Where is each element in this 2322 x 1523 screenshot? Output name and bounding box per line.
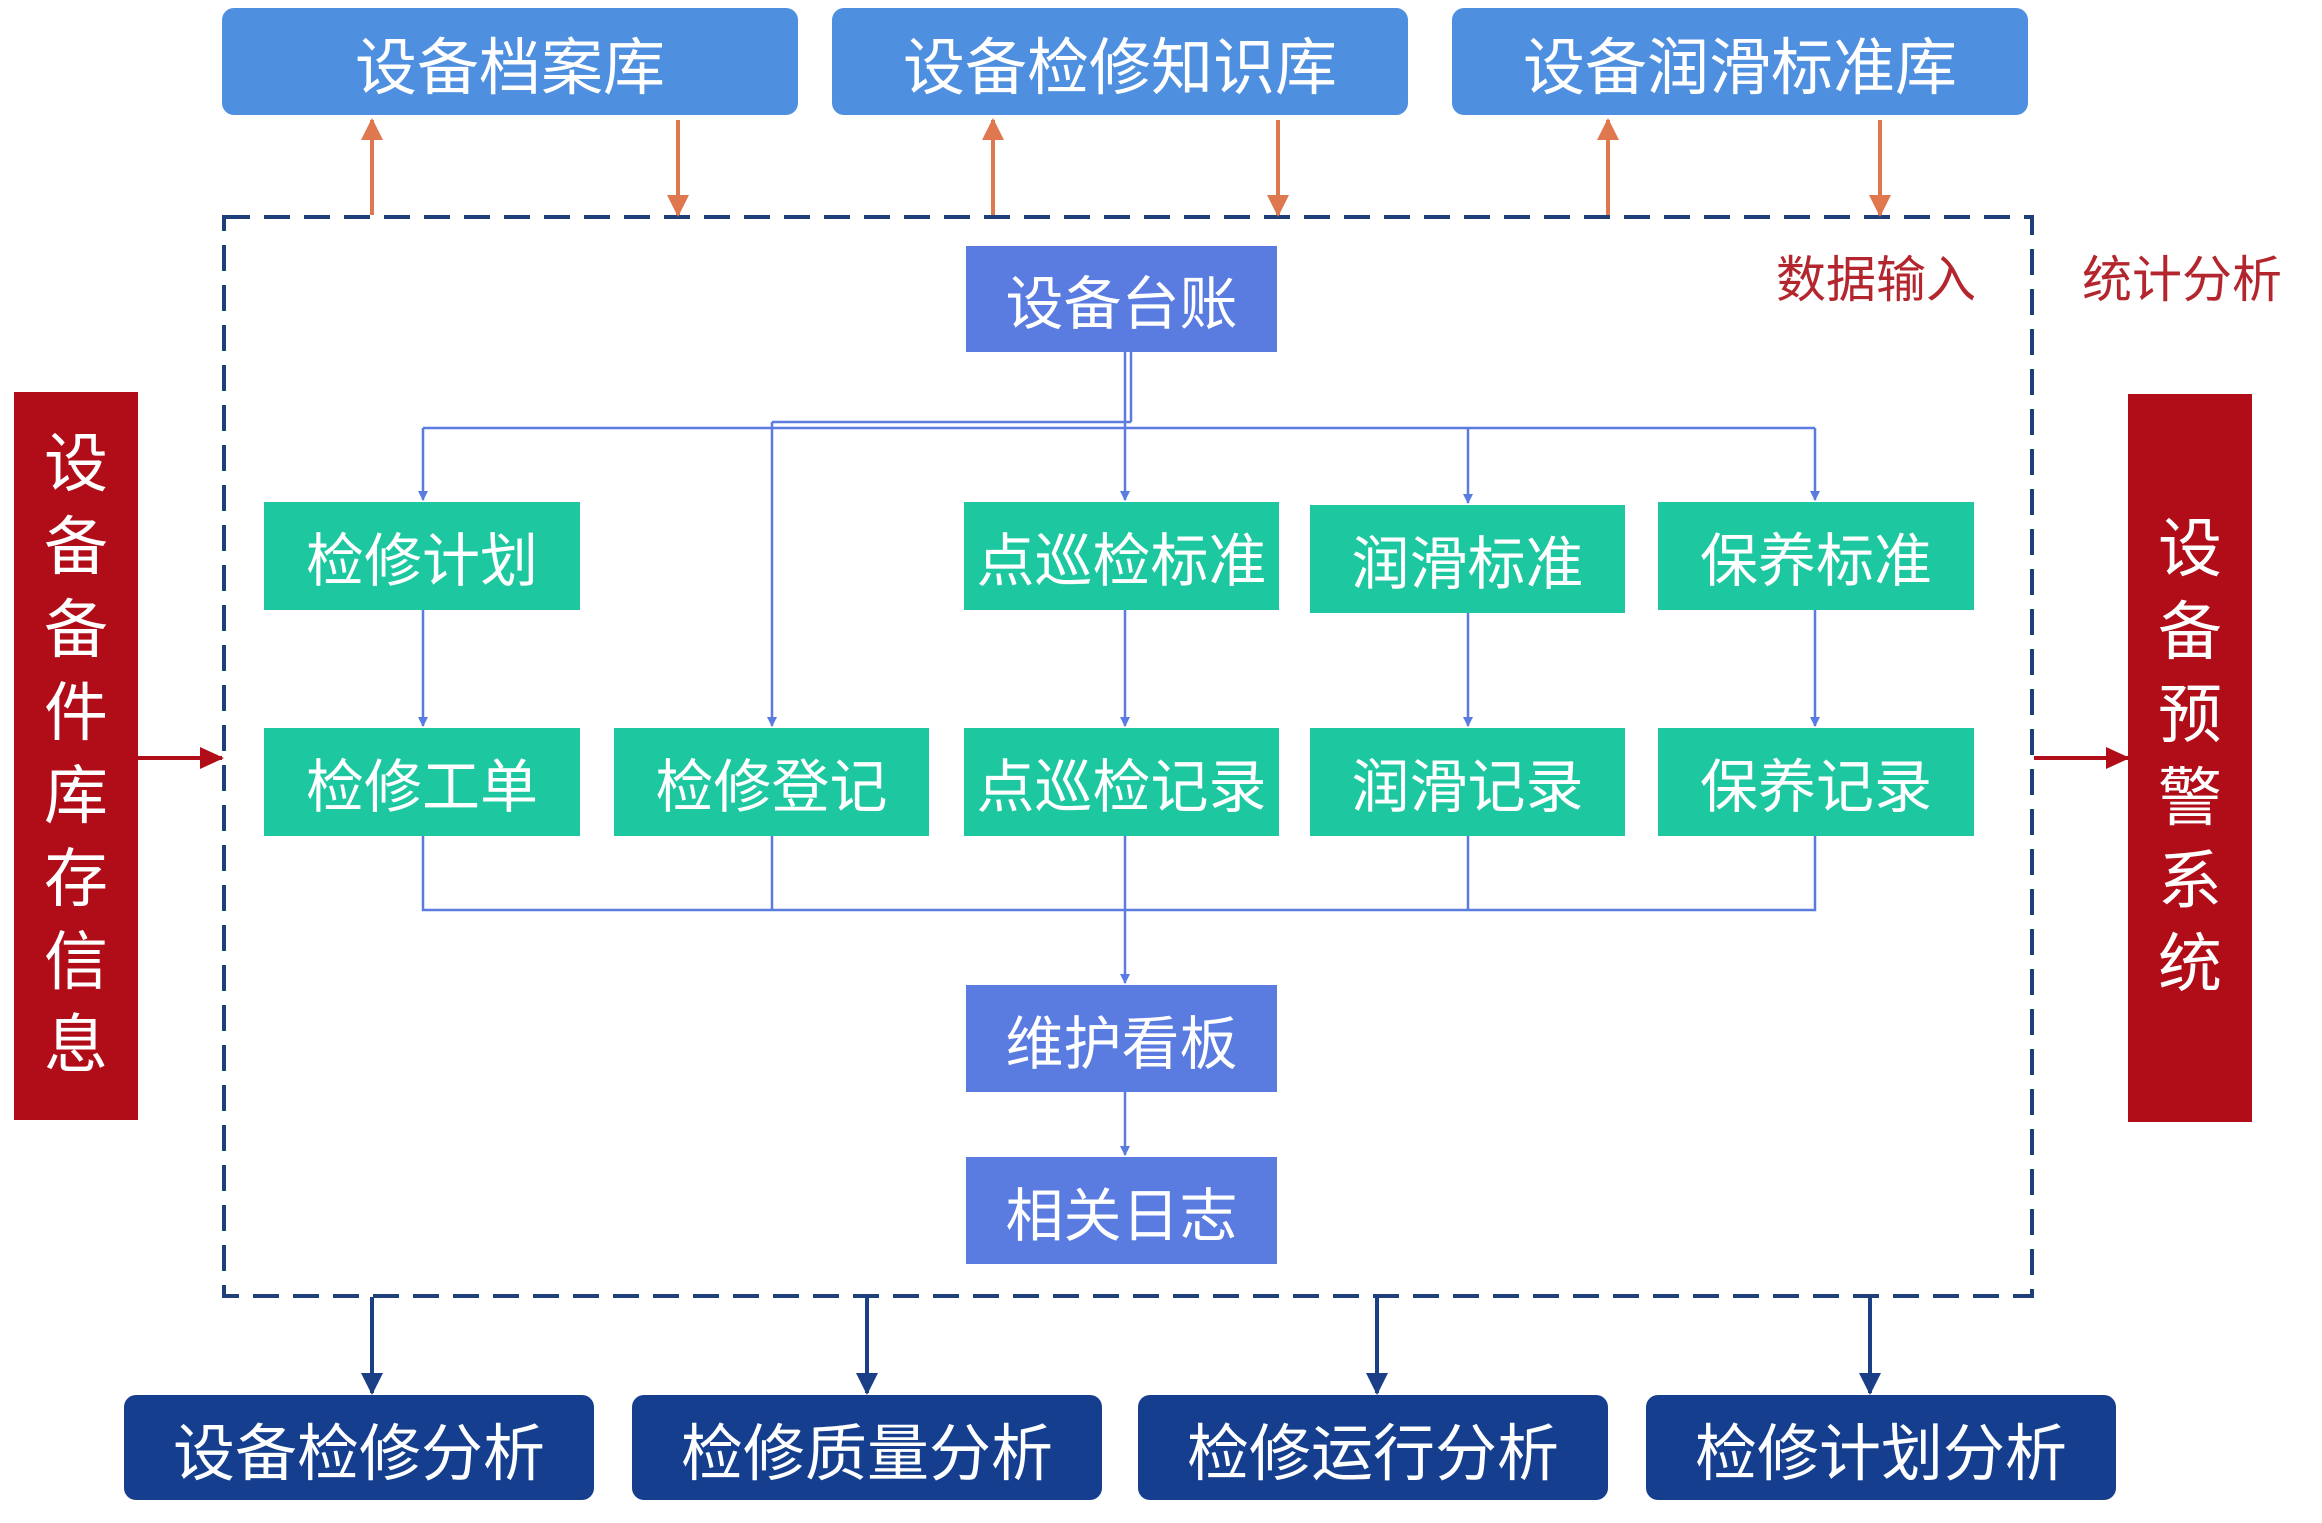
related-logs: 相关日志: [966, 1157, 1277, 1264]
maintenance-plan: 检修计划: [264, 502, 580, 610]
maintenance-operation-analysis: 检修运行分析: [1138, 1395, 1608, 1500]
work-order: 检修工单: [264, 728, 580, 836]
lubrication-standard: 润滑标准: [1310, 505, 1625, 613]
spare-parts-inventory-panel: 设备备件库存信息: [14, 392, 138, 1120]
inspection-standard: 点巡检标准: [964, 502, 1279, 610]
lubrication-standard-database: 设备润滑标准库: [1452, 8, 2028, 115]
equipment-ledger: 设备台账: [966, 246, 1277, 352]
equipment-warning-system-panel: 设备预警系统: [2128, 394, 2252, 1122]
maintenance-plan-analysis: 检修计划分析: [1646, 1395, 2116, 1500]
ledger-connectors: [418, 352, 1820, 727]
analysis-arrows: [361, 1297, 1881, 1395]
record-to-dashboard-connectors: [421, 836, 1817, 1156]
maintenance-register: 检修登记: [614, 728, 929, 836]
inspection-record: 点巡检记录: [964, 728, 1279, 836]
maintenance-quality-analysis: 检修质量分析: [632, 1395, 1102, 1500]
upkeep-standard: 保养标准: [1658, 502, 1974, 610]
maintenance-knowledge-database: 设备检修知识库: [832, 8, 1408, 115]
data-input-label: 数据输入: [1776, 251, 1976, 309]
system-boundary: [222, 215, 2034, 1298]
equipment-maintenance-analysis: 设备检修分析: [124, 1395, 594, 1500]
maintenance-dashboard: 维护看板: [966, 985, 1277, 1092]
archive-database: 设备档案库: [222, 8, 798, 115]
upkeep-record: 保养记录: [1658, 728, 1974, 836]
database-arrows: [361, 118, 1891, 217]
statistical-analysis-label: 统计分析: [2082, 251, 2282, 309]
plan-to-record-connectors: [418, 610, 1820, 727]
lubrication-record: 润滑记录: [1310, 728, 1625, 836]
